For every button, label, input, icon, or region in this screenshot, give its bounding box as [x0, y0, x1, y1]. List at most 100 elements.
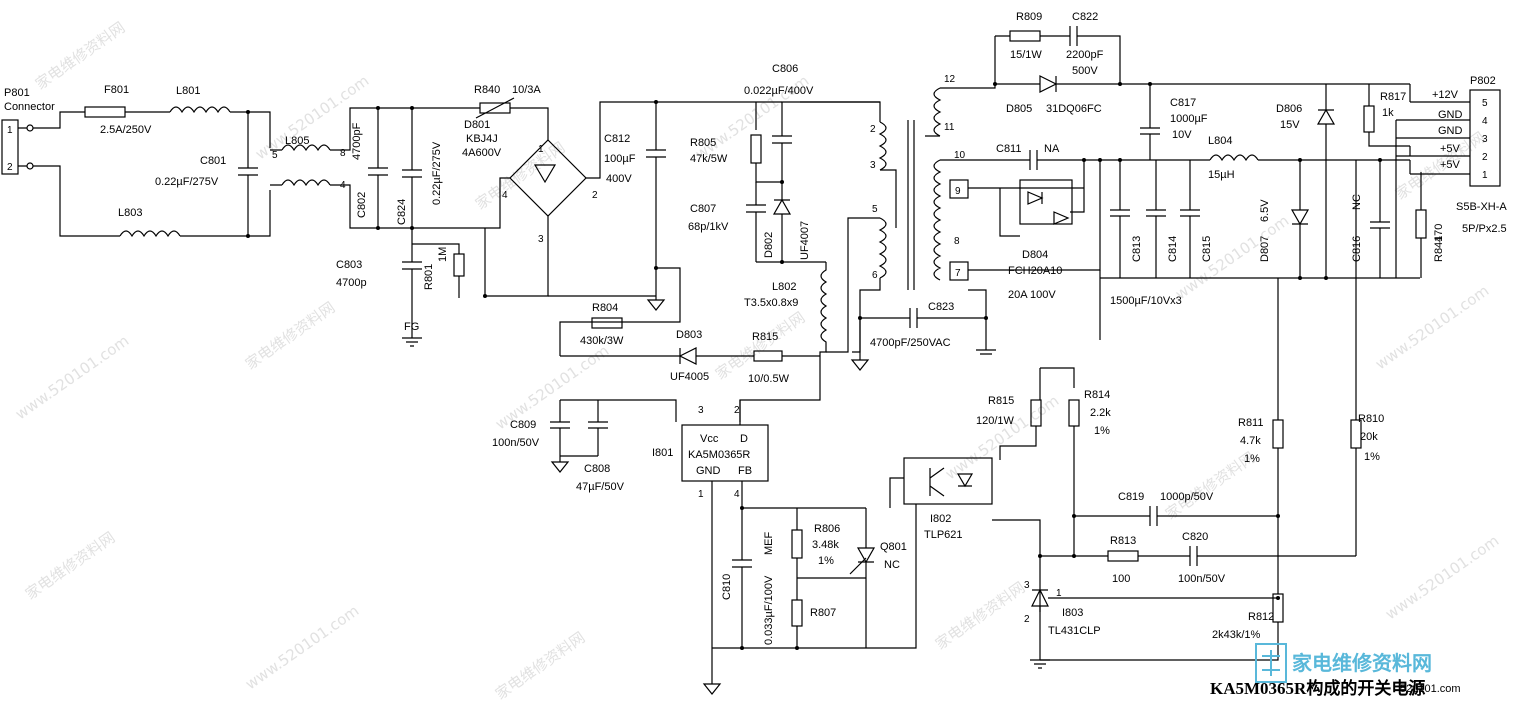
ground-symbol: [550, 456, 570, 473]
conn-pitch: 5P/Px2.5: [1462, 223, 1507, 235]
pin-9: 9: [955, 186, 961, 197]
r814-label: R814: [1084, 389, 1110, 401]
r814-value: 2.2k: [1090, 407, 1111, 419]
bridge-pin3: 3: [538, 234, 544, 245]
transformer: 2 3 5 6 12 11 10 9 8 7: [826, 36, 996, 353]
d803-label: D803: [676, 329, 702, 341]
c807-label: C807: [690, 203, 716, 215]
capacitor-c817: [1140, 84, 1160, 160]
c809-label: C809: [510, 419, 536, 431]
emi-caps: 4700pF C802 C824 0.22µF/275V C803 4700p …: [336, 106, 465, 347]
resistor-r805: [750, 134, 762, 164]
i802-type: TLP621: [924, 529, 963, 541]
input-connector: P801 Connector 1 2: [1, 87, 120, 237]
i801-label: I801: [652, 447, 673, 459]
r813-label: R813: [1110, 535, 1136, 547]
d803-type: UF4005: [670, 371, 709, 383]
watermark-name: 家电维修资料网: [32, 18, 128, 93]
secondary-12v: R809 15/1W C822 2200pF 500V D805 31DQ06F…: [993, 11, 1410, 160]
bulk-cap: C812 100µF 400V: [559, 100, 681, 356]
zener-d806: [1316, 84, 1336, 278]
pin-7-box: [949, 261, 969, 281]
f801-value: 2.5A/250V: [100, 124, 152, 136]
conn-type: S5B-XH-A: [1456, 201, 1507, 213]
pin-3: 3: [870, 160, 876, 171]
resistor-r814: [1068, 399, 1080, 427]
ground-symbol: [976, 318, 996, 355]
snubber: C806 0.022µF/400V R805 47k/5W C807 68p/1…: [688, 63, 881, 264]
v12-label: +12V: [1432, 89, 1459, 101]
c810-label: C810: [721, 574, 733, 600]
c801-label: C801: [200, 155, 226, 167]
startup-circuit: R804 430k/3W D803 UF4005 R815 10/0.5W: [560, 302, 820, 385]
fb-network: C810 0.033µF/100V MEF R806 3.48k 1% Q801…: [702, 481, 907, 695]
resistor-r801: [453, 253, 465, 277]
capacitor-c811: [990, 150, 1210, 170]
l802-label: L802: [772, 281, 796, 293]
ic-pin1: 1: [698, 489, 704, 500]
input-filter: F801 2.5A/250V L801 L803 C801 0.22µF/275…: [84, 84, 271, 238]
capacitor-c822: [1069, 26, 1121, 84]
c806-label: C806: [772, 63, 798, 75]
c810-value: 0.033µF/100V: [763, 575, 775, 645]
logo-mark: [1255, 643, 1287, 683]
l805-pin8: 8: [340, 148, 346, 159]
c817-label: C817: [1170, 97, 1196, 109]
c820-value: 100n/50V: [1178, 573, 1226, 585]
diode-d803: [678, 347, 697, 365]
r815a-value: 10/0.5W: [748, 373, 790, 385]
capacitor-c802: [368, 108, 388, 228]
r806-label: R806: [814, 523, 840, 535]
c809-value: 100n/50V: [492, 437, 540, 449]
inductor-l804: [1209, 154, 1259, 162]
diode-d804: [1027, 191, 1070, 225]
watermark-name: 家电维修资料网: [932, 578, 1028, 653]
fuse-f801: [84, 106, 126, 118]
c819-value: 1000p/50V: [1160, 491, 1214, 503]
c815-label: C815: [1201, 236, 1213, 262]
inductor-l802-group: L802 T3.5x0.8x9: [739, 262, 828, 422]
r817-label: R817: [1380, 91, 1406, 103]
v5a-label: +5V: [1440, 143, 1461, 155]
d804-type: FCH20A10: [1008, 265, 1062, 277]
r809-value: 15/1W: [1010, 49, 1042, 61]
d804-label: D804: [1022, 249, 1048, 261]
d806-label: D806: [1276, 103, 1302, 115]
l802-value: T3.5x0.8x9: [744, 297, 798, 309]
capacitor-c807: [746, 182, 766, 262]
resistor-r811: [1272, 419, 1284, 449]
bridge-pin2: 2: [592, 190, 598, 201]
pin-8: 8: [954, 236, 960, 247]
d801-rating: 4A600V: [462, 147, 502, 159]
d802-label: D802: [763, 232, 775, 258]
resistor-r806: [791, 529, 803, 559]
choke-l805: L805 5 8 4: [270, 107, 480, 229]
zener-d807: [1290, 160, 1310, 278]
l803-label: L803: [118, 207, 142, 219]
r805-value: 47k/5W: [690, 153, 728, 165]
f801-label: F801: [104, 84, 129, 96]
l805-label: L805: [285, 135, 309, 147]
optocoupler-i802: [903, 457, 993, 505]
r806-tolerance: 1%: [818, 555, 834, 567]
capacitor-c806: [755, 102, 792, 182]
pin-12: 12: [944, 74, 956, 85]
logo-subtext: 520101.com: [1400, 683, 1461, 695]
d807-value: 6.5V: [1259, 199, 1271, 222]
ic-pin2: 2: [734, 405, 740, 416]
r805-label: R805: [690, 137, 716, 149]
resistor-r812: [1272, 593, 1284, 623]
d801-label: D801: [464, 119, 490, 131]
pin-2: 2: [870, 124, 876, 135]
v5b-label: +5V: [1440, 159, 1461, 171]
ic-pin3: 3: [698, 405, 704, 416]
c811-value: NA: [1044, 143, 1060, 155]
terminal-1: [26, 124, 34, 132]
ic-name: KA5M0365R: [688, 449, 750, 461]
r811-label: R811: [1238, 417, 1263, 429]
watermark-site: www.520101.com: [1382, 532, 1502, 624]
bridge-pin1: 1: [538, 144, 544, 155]
output-section: D807 6.5V D806 15V C816 NC R817 1k R841 …: [1259, 75, 1507, 280]
r812-value: 2k43k/1%: [1212, 629, 1261, 641]
bridge-pin4: 4: [502, 190, 508, 201]
